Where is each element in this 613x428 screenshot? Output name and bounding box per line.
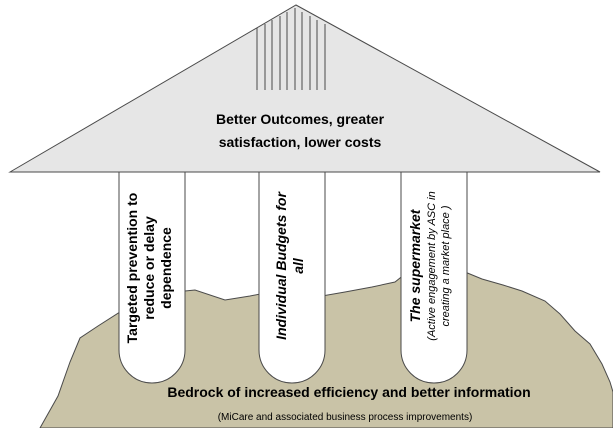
bedrock-title: Bedrock of increased efficiency and bett… <box>167 384 530 400</box>
pillar-3-subtitle-line1: (Active engagement by ASC in <box>426 191 438 340</box>
pillar-1-line3: dependence <box>158 227 174 309</box>
bedrock-subtitle: (MiCare and associated business process … <box>218 412 473 423</box>
pillar-2-line1: Individual Budgets for <box>273 191 289 340</box>
roof-lines <box>256 8 326 90</box>
pillar-1-text: Targeted prevention to reduce or delay d… <box>124 193 174 344</box>
pillar-shape <box>400 169 468 384</box>
pillar-shape <box>118 169 186 384</box>
pillar-3-text: The supermarket (Active engagement by AS… <box>407 191 452 340</box>
pillar-3-title: The supermarket <box>407 208 423 322</box>
roof-title-line1: Better Outcomes, greater <box>216 111 385 127</box>
pillar-1-line2: reduce or delay <box>141 216 157 320</box>
roof-pediment <box>8 4 601 173</box>
pillar-shape <box>258 169 326 384</box>
pillar-3-subtitle-line2: creating a market place ) <box>440 205 452 326</box>
roof-title-line2: satisfaction, lower costs <box>219 134 382 150</box>
pillar-1-line1: Targeted prevention to <box>124 193 140 344</box>
pillar-2-text: Individual Budgets for all <box>273 191 306 340</box>
pillar-2-line2: all <box>290 257 306 274</box>
